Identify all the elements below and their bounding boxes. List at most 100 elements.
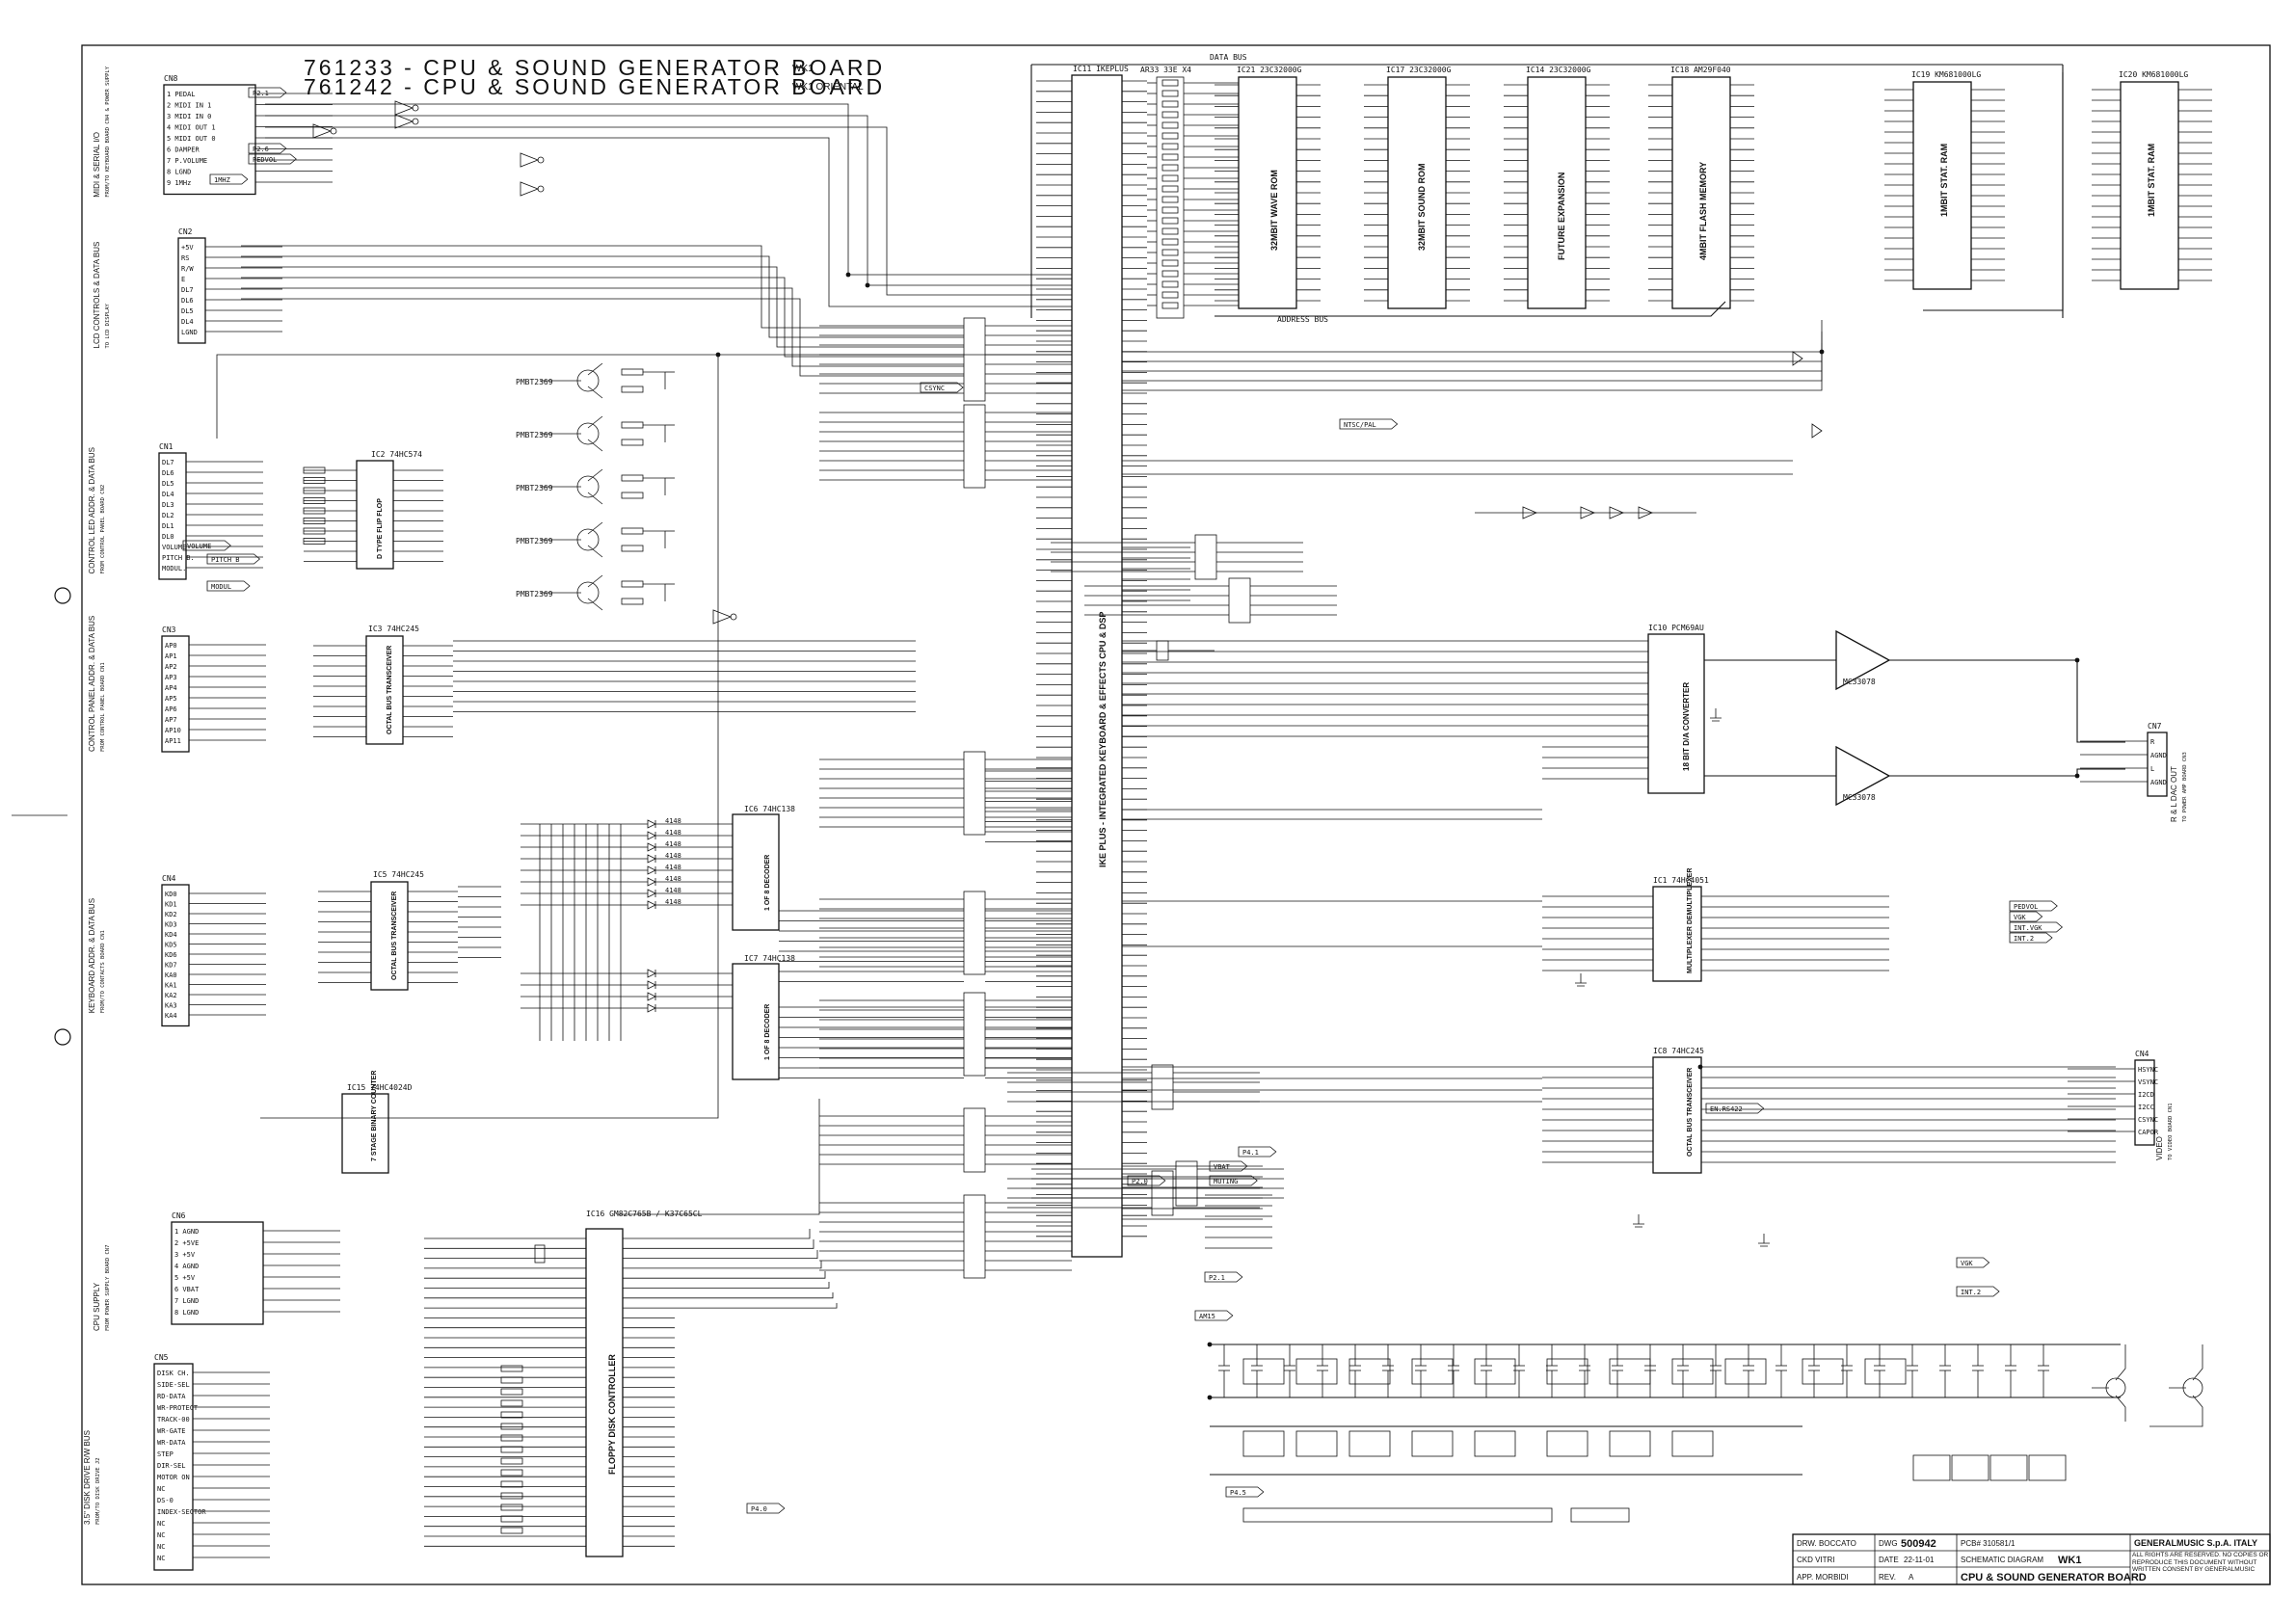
chip-ic21-ref: IC21 23C32000G <box>1237 66 1302 74</box>
connector-pin: HSYNC <box>2138 1066 2158 1074</box>
net-label-text: PEDVOL <box>253 156 277 164</box>
chip-ic14-function: FUTURE EXPANSION <box>1557 173 1566 260</box>
chip-ic5: IC5 74HC245 OCTAL BUS TRANSCEIVER <box>370 870 424 991</box>
decoupled-ic <box>1242 1430 1285 1457</box>
net-label-text: AM15 <box>1199 1313 1215 1320</box>
svg-text:MC33078: MC33078 <box>1843 793 1876 802</box>
connector-cn4_kbd: CN4KD0KD1KD2KD3KD4KD5KD6KD7KA0KA1KA2KA3K… <box>88 874 266 1027</box>
connector-pin: DIR-SEL <box>157 1462 186 1470</box>
chip-ic15-function: 7 STAGE BINARY COUNTER <box>371 1071 378 1161</box>
diode-part: 4148 <box>665 887 681 894</box>
net-label: MUTING <box>1209 1175 1258 1186</box>
net-label: P2.1 <box>248 87 287 98</box>
decoupled-ic <box>1242 1358 1285 1385</box>
connector-pin: AP2 <box>165 663 177 671</box>
connector-pin: DL6 <box>162 469 174 477</box>
chip-ic8-ref: IC8 74HC245 <box>1653 1047 1704 1055</box>
net-label-text: P2.0 <box>1132 1178 1148 1185</box>
connector-pin: KD0 <box>165 891 177 898</box>
chip-ic20: IC20 KM681000LG 1MBIT STAT. RAM <box>2119 70 2188 290</box>
resistor-array <box>819 992 1072 1077</box>
decoupled-ic <box>1411 1358 1454 1385</box>
connector-pin: I2CC <box>2138 1104 2154 1111</box>
net-label-text: INT.VGK <box>2014 924 2042 932</box>
net-label: PEDVOL <box>248 153 297 165</box>
connector-pin: DL2 <box>162 512 174 519</box>
net-label: P2.0 <box>1127 1175 1166 1186</box>
data-bus-region: DATA BUS ADDRESS BUS <box>1030 53 2064 324</box>
connector-pin: KD2 <box>165 911 177 918</box>
connector-cn8_midi-label: MIDI & SERIAL I/O <box>93 132 101 198</box>
diode-part: 4148 <box>665 898 681 906</box>
connector-pin: NC <box>157 1543 165 1551</box>
connector-cn6_cpu-body <box>171 1221 264 1325</box>
connector-pin: 5 +5V <box>174 1274 196 1282</box>
connector-pin: KD6 <box>165 951 177 959</box>
transistor-part: PMBT2369 <box>516 431 553 439</box>
decoupled-ic <box>1348 1358 1391 1385</box>
connector-cn3_panel: CN3AP0AP1AP2AP3AP4AP5AP6AP7AP10AP11CONTR… <box>88 616 266 753</box>
connector-pin: 3 MIDI IN 0 <box>167 113 211 120</box>
opamp-ic9b: MC33078 <box>1835 745 1891 807</box>
net-label-text: VOLUME <box>187 543 211 550</box>
board-title: 761233 - CPU & SOUND GENERATOR BOARD WK1… <box>304 55 885 99</box>
chip-ic6-function: 1 OF 8 DECODER <box>764 855 771 911</box>
chip-ic8-function: OCTAL BUS TRANSCEIVER <box>1687 1068 1694 1157</box>
decoupled-ic <box>2028 1454 2067 1481</box>
connector-cn7_dac-ref: CN7 <box>2148 722 2162 731</box>
connector-cn8_midi-sublabel: FROM/TO KEYBOARD BOARD CN4 & POWER SUPPL… <box>105 66 111 197</box>
diode-part: 4148 <box>665 829 681 837</box>
wire-junction <box>2074 657 2080 663</box>
connector-pin: DL1 <box>162 522 174 530</box>
connector-cn4_video-sublabel: TO VIDEO BOARD CN1 <box>2168 1103 2174 1160</box>
resistor-array <box>819 1107 1072 1173</box>
chip-ic19-ref: IC19 KM681000LG <box>1911 70 1981 79</box>
diode-part: 4148 <box>665 864 681 871</box>
decoupled-ic <box>1671 1430 1714 1457</box>
transistor-part: PMBT2369 <box>516 590 553 599</box>
net-label: P2.6 <box>248 143 287 154</box>
chip-ic19-function: 1MBIT STAT. RAM <box>1939 144 1949 217</box>
connector-cn7_dac-body <box>2147 732 2168 797</box>
wire-junction <box>845 272 851 278</box>
transistor-part: PMBT2369 <box>516 537 553 545</box>
connector-cn7_dac-label: R & L DAC OUT <box>2170 766 2178 822</box>
transistor-part: PMBT2369 <box>516 378 553 386</box>
title-block-schematic: SCHEMATIC DIAGRAM <box>1961 1556 2043 1564</box>
connector-cn2_lcd-body <box>177 237 206 344</box>
title-block-board: CPU & SOUND GENERATOR BOARD <box>1961 1572 2147 1583</box>
wire-junction <box>1697 1064 1703 1070</box>
title-line-1: 761233 - CPU & SOUND GENERATOR BOARD <box>304 55 885 80</box>
decoupling-capacitor-bank <box>1210 1344 2121 1523</box>
connector-pin: I2CD <box>2138 1091 2154 1099</box>
connector-pin: STEP <box>157 1450 174 1458</box>
chip-ic16-function: FLOPPY DISK CONTROLLER <box>607 1354 617 1475</box>
decoupled-ic <box>1724 1358 1767 1385</box>
connector-pin: L <box>2150 765 2154 773</box>
chip-ic3-function: OCTAL BUS TRANSCEIVER <box>387 646 393 734</box>
net-label-text: INT.2 <box>2014 935 2034 943</box>
decoupled-ic <box>1474 1358 1516 1385</box>
chip-ic16-ref: IC16 GM82C765B / K37C65CL <box>586 1210 703 1218</box>
connector-cn3_panel-sublabel: FROM CONTROL PANEL BOARD CN1 <box>100 662 106 752</box>
connector-cn2_lcd-sublabel: TO LCD DISPLAY <box>105 303 111 348</box>
title-block-model: WK1 <box>2058 1555 2081 1566</box>
connector-pin: DS-0 <box>157 1497 174 1504</box>
net-label-text: VBAT <box>1214 1163 1231 1171</box>
connector-cn4_kbd-sublabel: FROM/TO CONTACTS BOARD CN1 <box>100 930 106 1013</box>
chip-ic3: IC3 74HC245 OCTAL BUS TRANSCEIVER <box>365 625 419 745</box>
net-label: P4.5 <box>1225 1486 1265 1498</box>
transistor-part: PMBT2369 <box>516 484 553 492</box>
connector-pin: R/W <box>181 265 194 273</box>
resistor-array <box>819 1194 1072 1279</box>
chip-ic10-function: 18 BIT D/A CONVERTER <box>1682 682 1691 771</box>
connector-pin: NC <box>157 1485 165 1493</box>
title-block-dwg-number: 500942 <box>1901 1538 1936 1550</box>
